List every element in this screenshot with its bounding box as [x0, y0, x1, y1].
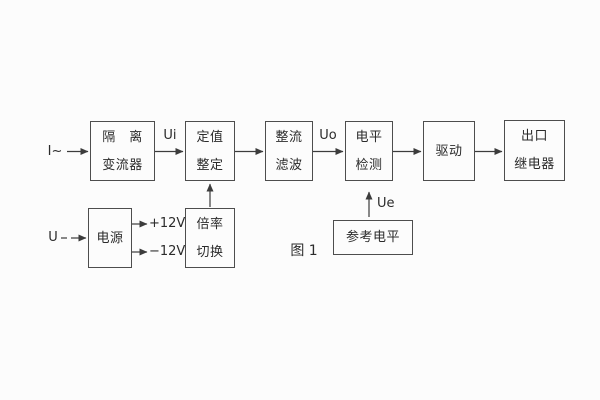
block-label-line: 隔 离	[102, 129, 143, 145]
block-rectify-filter: 整流 滤波	[265, 121, 313, 181]
current-input-label: I~	[47, 144, 63, 159]
block-drive: 驱动	[423, 121, 475, 181]
block-label-line: 整流	[275, 129, 303, 145]
plus-12v-label: +12V	[149, 216, 186, 231]
signal-ue-label: Ue	[377, 196, 395, 211]
block-label-line: 电平	[355, 129, 383, 145]
block-setting-adjust: 定值 整定	[185, 121, 235, 181]
block-label-line: 检测	[355, 157, 383, 173]
block-output-relay: 出口 继电器	[504, 120, 565, 181]
block-label-line: 电源	[96, 230, 124, 246]
signal-ui-label: Ui	[163, 128, 177, 143]
block-label-line: 倍率	[196, 216, 224, 232]
block-power-supply: 电源	[88, 208, 132, 268]
block-label-line: 出口	[520, 129, 548, 144]
figure-caption: 图 1	[290, 243, 318, 259]
block-label-line: 参考电平	[345, 230, 400, 245]
block-label-line: 滤波	[275, 157, 303, 173]
block-ratio-switch: 倍率 切换	[185, 208, 235, 268]
block-label-line: 变流器	[102, 157, 143, 173]
voltage-input-label: U	[48, 230, 58, 245]
block-isolation-transformer: 隔 离 变流器	[90, 121, 155, 181]
block-label-line: 驱动	[435, 143, 463, 159]
block-label-line: 整定	[196, 157, 224, 173]
block-label-line: 切换	[196, 244, 224, 260]
block-reference-level: 参考电平	[333, 220, 413, 255]
block-label-line: 继电器	[514, 157, 555, 172]
signal-uo-label: Uo	[319, 128, 337, 143]
block-label-line: 定值	[196, 129, 224, 145]
minus-12v-label: −12V	[149, 244, 186, 259]
block-level-detect: 电平 检测	[345, 121, 393, 181]
